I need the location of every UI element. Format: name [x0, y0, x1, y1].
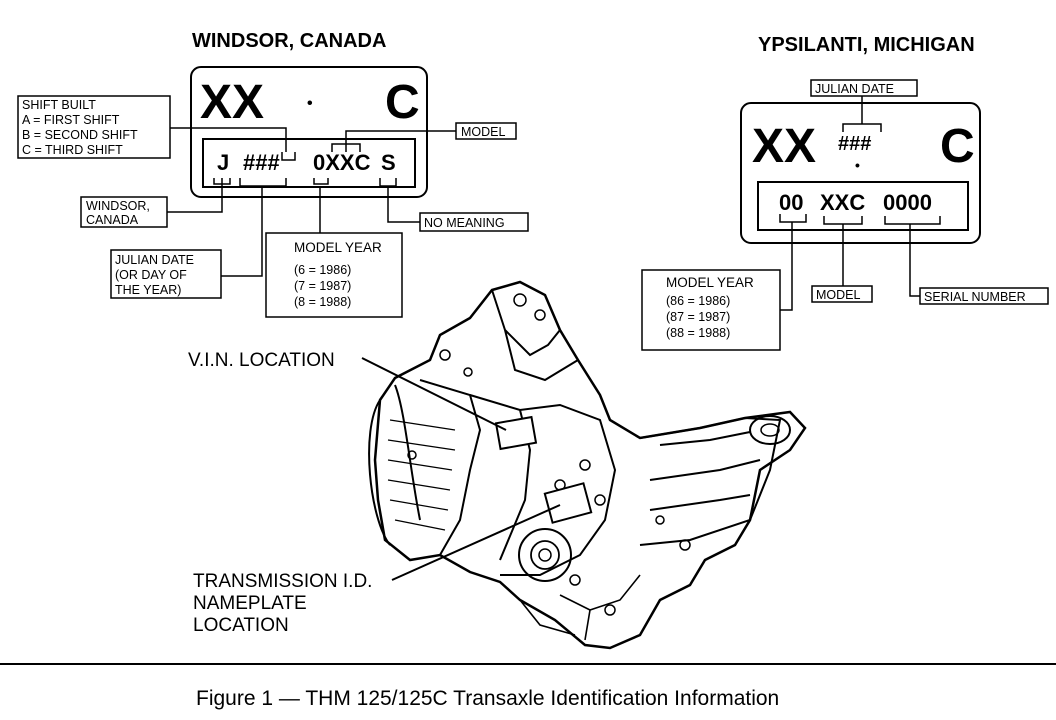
shift-built-c: C = THIRD SHIFT [22, 143, 123, 157]
top-bracket [491, 289, 579, 382]
ypsilanti-model-year-86: (86 = 1986) [666, 294, 730, 308]
year-bracket [313, 178, 329, 185]
lower-details [519, 574, 641, 641]
nameplate-block [543, 482, 593, 524]
windsor-model-year-8: (8 = 1988) [294, 295, 351, 309]
windsor-model-year-7: (7 = 1987) [294, 279, 351, 293]
no-meaning-label: NO MEANING [424, 216, 505, 230]
ypsilanti-julian-label-box [810, 79, 918, 97]
ypsilanti-model-year-88: (88 = 1988) [666, 326, 730, 340]
ypsilanti-model-year-title: MODEL YEAR [666, 275, 754, 290]
shift-built-box [17, 95, 171, 159]
ypsilanti-code-box [757, 181, 969, 231]
windsor-section: WINDSOR, CANADA XX • C J ### 0XXC S SHIF… [17, 30, 529, 318]
julian-leader [221, 188, 263, 277]
vin-location-label: V.I.N. LOCATION [188, 350, 335, 371]
figure-caption: Figure 1 — THM 125/125C Transaxle Identi… [196, 687, 779, 710]
windsor-code-j: J [217, 150, 229, 175]
serial-bracket [884, 216, 941, 225]
s-bracket [379, 178, 397, 187]
windsor-model-year-box [265, 232, 403, 318]
ypsilanti-code-year: 00 [779, 190, 803, 215]
ypsilanti-code-serial: 0000 [883, 190, 932, 215]
ypsilanti-plate-c: C [940, 120, 975, 173]
model-bracket [331, 143, 361, 152]
ypsilanti-model-label: MODEL [816, 288, 861, 302]
windsor-plate-dot: • [307, 95, 313, 112]
ypsilanti-plate-dot: • [855, 157, 860, 173]
shift-built-a: A = FIRST SHIFT [22, 113, 120, 127]
ypsilanti-julian-label: JULIAN DATE [815, 82, 894, 96]
ypsilanti-model-year-87: (87 = 1987) [666, 310, 730, 324]
windsor-code-box [202, 138, 416, 188]
ypsilanti-model-year-box [641, 269, 781, 351]
nameplate-label-3: LOCATION [193, 615, 289, 636]
yp-year-bracket [779, 214, 807, 223]
windsor-title: WINDSOR, CANADA [192, 30, 386, 52]
transaxle-illustration [368, 280, 807, 650]
windsor-model-year-6: (6 = 1986) [294, 263, 351, 277]
ypsilanti-section: YPSILANTI, MICHIGAN XX ### • C 00 XXC 00… [641, 34, 1049, 351]
vin-leader [361, 357, 507, 431]
bell-ribs [387, 419, 456, 531]
serial-leader [909, 224, 920, 297]
serial-number-label: SERIAL NUMBER [924, 290, 1026, 304]
right-cylinder [639, 416, 782, 546]
yp-julian-bracket [842, 123, 882, 132]
s-leader [387, 188, 420, 223]
windsor-plate-xx: XX [200, 76, 264, 129]
windsor-plate-c: C [385, 76, 420, 129]
windsor-julian-label-2: (OR DAY OF [115, 268, 187, 282]
j-leader [167, 178, 223, 213]
illustration-labels: V.I.N. LOCATION TRANSMISSION I.D. NAMEPL… [188, 350, 561, 636]
windsor-code-s: S [381, 150, 396, 175]
windsor-model-label: MODEL [461, 125, 506, 139]
ypsilanti-plate-xx: XX [752, 120, 816, 173]
windsor-julian-label-3: THE YEAR) [115, 283, 181, 297]
ypsilanti-plate [740, 102, 981, 244]
nameplate-label-1: TRANSMISSION I.D. [193, 571, 372, 592]
yp-model-bracket [823, 216, 863, 225]
shift-built-title: SHIFT BUILT [22, 98, 96, 112]
shift-leader [170, 127, 287, 152]
windsor-code-model: 0XXC [313, 150, 371, 175]
windsor-julian-label-1: JULIAN DATE [115, 253, 194, 267]
windsor-plate [190, 66, 428, 198]
windsor-model-year-title: MODEL YEAR [294, 240, 382, 255]
windsor-code-hash: ### [243, 150, 280, 175]
output-flange [518, 528, 572, 582]
shift-built-b: B = SECOND SHIFT [22, 128, 138, 142]
windsor-canada-label-1: WINDSOR, [86, 199, 150, 213]
nameplate-leader [391, 504, 561, 581]
ypsilanti-plate-hash: ### [838, 133, 871, 155]
nameplate-label-2: NAMEPLATE [193, 593, 307, 614]
model-leader [345, 130, 456, 152]
ypsilanti-title: YPSILANTI, MICHIGAN [758, 34, 975, 56]
shift-bracket [281, 152, 296, 161]
windsor-julian-label-box [110, 249, 222, 299]
yp-year-leader [780, 222, 793, 311]
ypsilanti-code-model: XXC [820, 190, 865, 215]
julian-bracket [239, 178, 287, 187]
vin-pad [494, 415, 538, 451]
ypsilanti-model-label-box [811, 285, 873, 303]
windsor-canada-label-2: CANADA [86, 213, 139, 227]
j-bracket [213, 178, 231, 185]
